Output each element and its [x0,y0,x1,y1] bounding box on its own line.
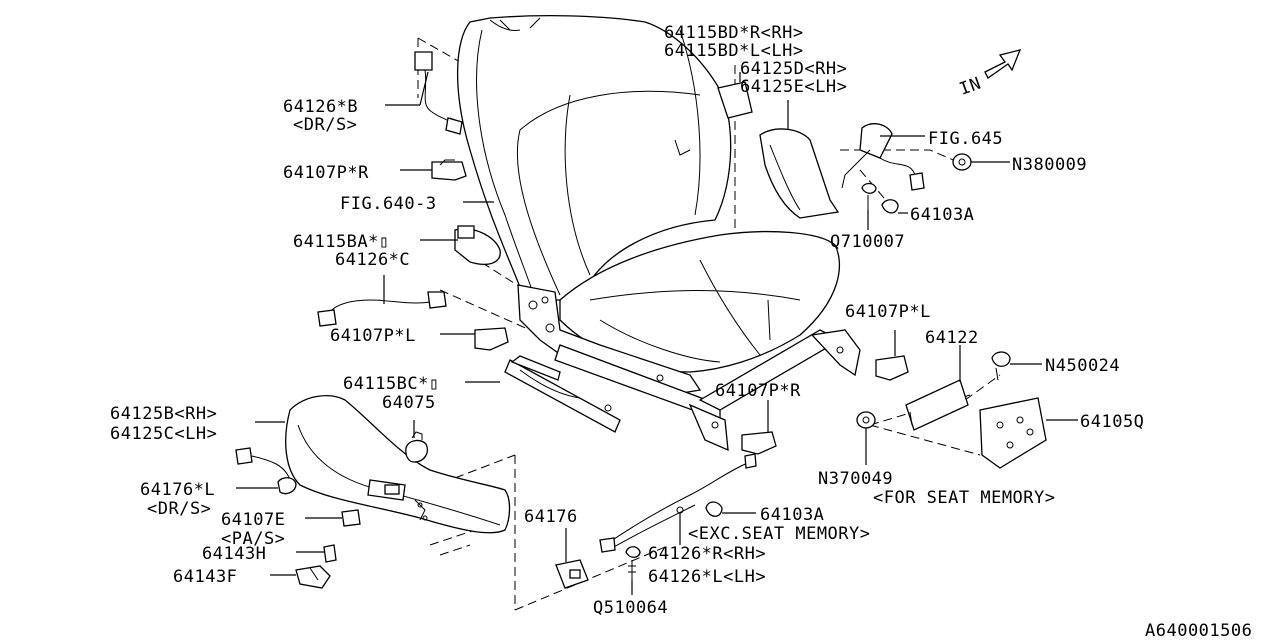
label-dr-s-2: <DR/S> [147,499,211,519]
label-64176L: 64176*L [140,480,215,500]
seat-frame-rails [504,284,861,452]
label-for-seat-memory: <FOR SEAT MEMORY> [873,488,1056,508]
label-64125E: 64125E<LH> [740,77,847,97]
label-64176: 64176 [524,507,578,527]
label-Q710007: Q710007 [830,232,905,252]
label-fig640: FIG.640-3 [340,194,437,214]
seat-backrest [456,15,732,301]
label-64103A-top: 64103A [910,205,974,225]
label-64125D: 64125D<RH> [740,59,847,79]
label-64115BA: 64115BA*▯ [293,232,390,252]
label-64126C: 64126*C [335,250,410,270]
label-64126L: 64126*L<LH> [648,567,766,587]
direction-arrow-icon: IN [957,49,1022,100]
direction-label: IN [957,74,984,100]
label-64143H: 64143H [202,544,266,564]
label-exc-seat-memory: <EXC.SEAT MEMORY> [688,524,871,544]
label-64103A-bot: 64103A [760,505,824,525]
label-64107P-R-mid: 64107P*R [715,381,801,401]
label-64115BD-R: 64115BD*R<RH> [664,23,804,43]
label-N370049: N370049 [818,469,893,489]
leader-lines [236,71,1078,595]
label-64075: 64075 [382,393,436,413]
label-Q510064: Q510064 [593,598,668,618]
label-64105Q: 64105Q [1080,412,1144,432]
label-64122: 64122 [925,328,979,348]
label-pa-s: <PA/S> [221,529,285,549]
label-64115BD-L: 64115BD*L<LH> [664,41,804,61]
label-64107P-L-left: 64107P*L [330,326,416,346]
label-64115BC: 64115BC*▯ [343,374,440,394]
part-labels: 64115BD*R<RH> 64115BD*L<LH> 64125D<RH> 6… [110,23,1252,640]
label-64125B: 64125B<RH> [110,404,217,424]
label-64107P-L-right: 64107P*L [845,302,931,322]
label-64126B: 64126*B [283,97,358,117]
label-64107P-R-top: 64107P*R [283,163,369,183]
label-N380009: N380009 [1012,155,1087,175]
small-parts [235,51,1047,589]
label-64126R: 64126*R<RH> [648,544,766,564]
label-64143F: 64143F [173,567,237,587]
label-64125C: 64125C<LH> [110,424,217,444]
catalog-code: A640001506 [1145,621,1252,640]
label-N450024: N450024 [1045,356,1120,376]
label-dr-s-1: <DR/S> [293,115,357,135]
label-64107E: 64107E [221,510,285,530]
label-fig645: FIG.645 [928,129,1003,149]
side-cover-panel [285,395,511,534]
